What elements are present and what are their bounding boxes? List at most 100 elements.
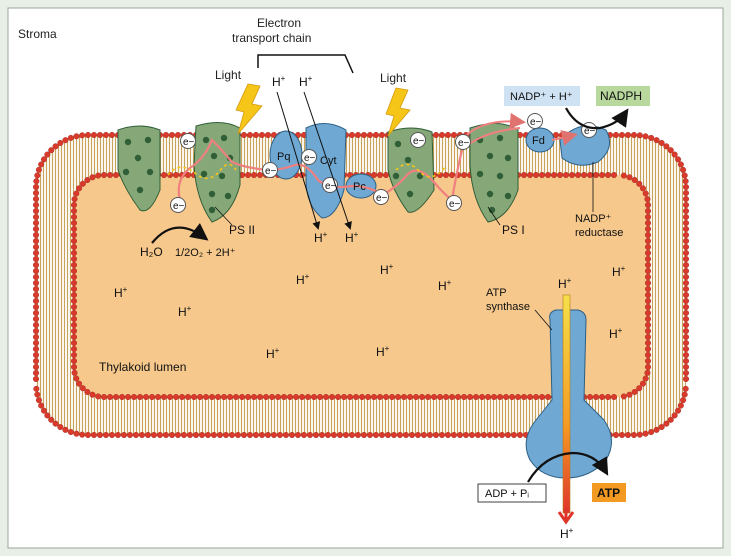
lipid-head [439,432,446,439]
lipid-head [626,174,633,181]
adp-pi-label: ADP + Pᵢ [485,488,529,500]
lipid-head [587,394,594,401]
lipid-head [683,207,690,214]
lipid-head [509,394,516,401]
pigment-dot [210,152,218,160]
lipid-head [301,432,308,439]
lipid-head [443,394,450,401]
pigment-dot [224,192,232,200]
electron-symbol: e− [449,199,461,210]
lipid-head [40,156,47,163]
lipid-head [645,243,652,250]
lipid-head [33,358,40,365]
lipid-head [427,432,434,439]
lipid-head [222,432,229,439]
lipid-head [33,370,40,377]
lipid-head [645,201,652,208]
lipid-head [644,196,651,203]
etc-label-line1: Electron [257,16,301,30]
lipid-head [645,328,652,335]
lipid-head [361,131,368,138]
lipid-head [645,225,652,232]
lipid-head [70,352,77,359]
lipid-head [265,432,272,439]
lipid-head [457,432,464,439]
h-plus-superscript: + [187,304,192,313]
lipid-head [683,256,690,263]
lipid-head [593,394,600,401]
lipid-head [118,394,125,401]
lipid-head [667,416,674,423]
proton-flow-arrow [557,508,575,525]
lipid-head [90,131,97,138]
lipid-head [70,262,77,269]
lipid-head [379,131,386,138]
lipid-head [70,286,77,293]
lipid-head [70,243,77,250]
lipid-head [539,171,546,178]
lipid-head [631,388,638,395]
lipid-head [683,352,690,359]
lipid-head [653,137,660,144]
electron-symbol: e− [413,136,425,147]
lipid-head [443,171,450,178]
lipid-head [34,172,41,179]
lipid-head [587,171,594,178]
lipid-head [202,394,209,401]
nadp-plus-h-label: NADP⁺ + H⁺ [510,91,573,103]
lipid-head [33,189,40,196]
lipid-head [625,432,632,439]
lipid-head [293,394,300,401]
lipid-head [683,243,690,250]
h-plus-superscript: + [308,74,313,83]
lipid-head [658,424,665,431]
lipid-head [383,394,390,401]
lipid-head [35,166,42,173]
lipid-head [683,274,690,281]
lipid-head [683,225,690,232]
lipid-head [653,426,660,433]
lipid-head [33,243,40,250]
pigment-dot [200,170,208,178]
lipid-head [681,391,688,398]
lipid-head [682,385,689,392]
lipid-head [675,407,682,414]
lipid-head [71,369,78,376]
lipid-head [124,394,131,401]
pigment-dot [134,154,142,162]
lipid-head [317,394,324,401]
atp-synthase-line2: synthase [486,301,530,313]
lipid-head [70,231,77,238]
lipid-head [463,432,470,439]
lipid-head [106,394,113,401]
h-plus-superscript: + [123,285,128,294]
lipid-head [645,358,652,365]
lipid-head [645,280,652,287]
lipid-head [33,237,40,244]
lipid-head [329,394,336,401]
lipid-head [433,131,440,138]
lipid-head [263,394,270,401]
lipid-head [631,131,638,138]
lipid-head [367,432,374,439]
cyt-label: Cyt [320,155,337,167]
lipid-head [232,394,239,401]
h-plus-superscript: + [275,346,280,355]
lipid-head [671,151,678,158]
electron-marker: e− [301,149,317,165]
lipid-head [413,394,420,401]
nadp-reductase-line2: reductase [575,227,623,239]
lipid-head [636,431,643,438]
lipid-head [33,322,40,329]
o2-products-label: 1/2O₂ + 2H⁺ [175,247,236,259]
lipid-head [581,171,588,178]
lipid-head [106,171,113,178]
electron-path-fd-to-reductase [551,130,578,146]
lipid-head [90,432,97,439]
electron-marker: e− [410,132,426,148]
membrane-inner-heads [70,171,652,401]
electron-marker: e− [170,197,186,213]
lipid-head [130,394,137,401]
lipid-head [645,310,652,317]
electron-markers: e−e−e−e−e−e−e−e−e−e−e− [170,113,597,213]
